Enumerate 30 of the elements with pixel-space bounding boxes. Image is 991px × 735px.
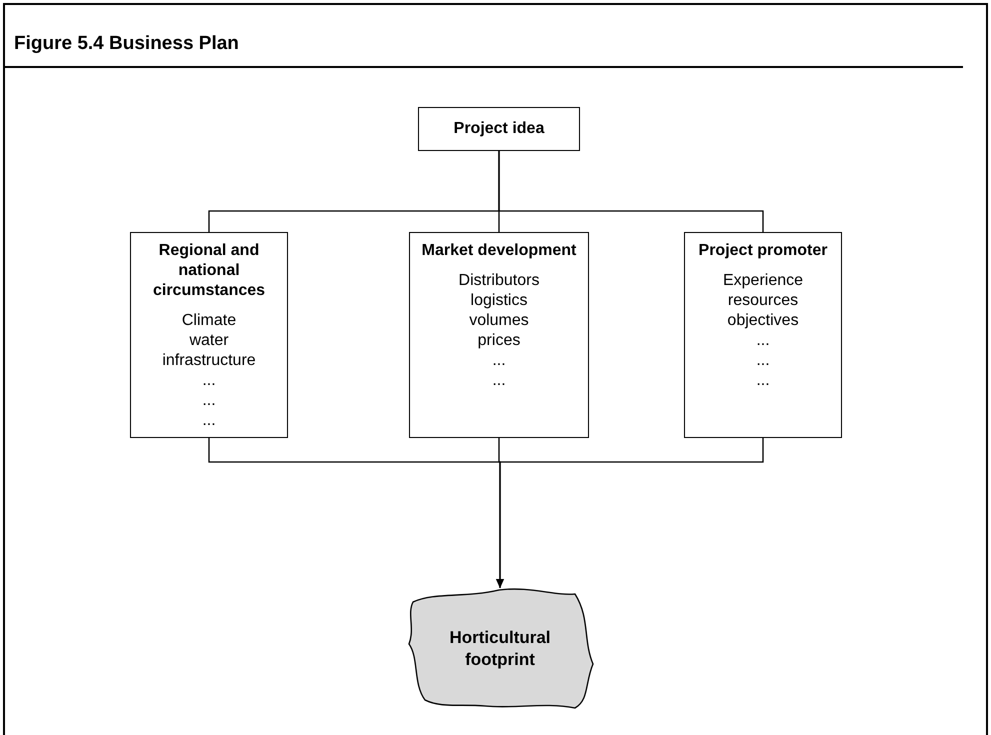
process-box [130,232,288,438]
arrow [496,438,764,588]
list-item: Distributors [458,271,540,291]
list-item: infrastructure [162,351,256,371]
list-item: objectives [727,311,799,331]
list-item: ... [202,371,216,391]
process-box [409,232,589,438]
list-item: ... [492,351,506,371]
node-label: Horticultural footprint [448,627,552,671]
list-item: volumes [469,311,529,331]
list-item: ... [202,411,216,431]
list-item: ... [756,331,770,351]
figure-title: Figure 5.4 Business Plan [14,32,239,56]
list-item: ... [756,371,770,391]
list-item: logistics [470,291,528,311]
box-heading: Project idea [452,119,546,139]
list-item: resources [728,291,798,311]
box-heading: Regional and national circumstances [152,241,266,301]
box-heading: Project promoter [698,241,828,261]
list-item: prices [478,331,520,351]
connector-line [498,151,764,232]
list-item: water [189,331,229,351]
process-box [418,107,580,151]
list-item: ... [756,351,770,371]
list-item: Climate [182,311,236,331]
list-item: ... [492,371,506,391]
list-item: ... [202,391,216,411]
list-item: Experience [722,271,804,291]
process-box [684,232,842,438]
box-heading: Market development [420,241,578,261]
